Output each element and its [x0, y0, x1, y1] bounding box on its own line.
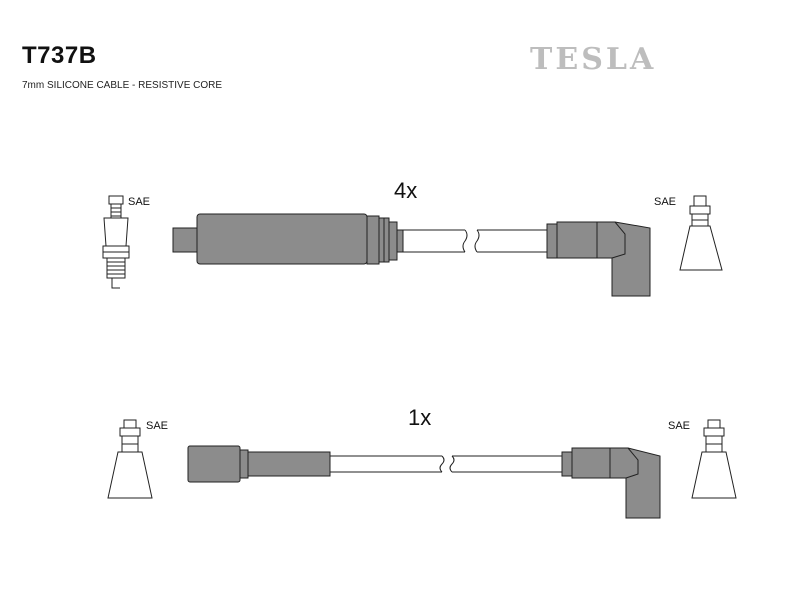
sae-label-top-right: SAE [654, 196, 677, 208]
angled-boot-bottom [561, 447, 661, 519]
straight-boot-bottom [187, 445, 331, 483]
brand-logo: TESLA [530, 42, 657, 77]
product-description: 7mm SILICONE CABLE - RESISTIVE CORE [22, 80, 223, 91]
sae-label-bottom-left: SAE [146, 420, 169, 432]
cable-top [403, 229, 547, 253]
distributor-terminal-bottom-left [107, 419, 153, 499]
distributor-terminal-top-right [679, 195, 723, 271]
angled-boot-top [546, 221, 651, 297]
sae-label-bottom-right: SAE [668, 420, 691, 432]
quantity-label-bottom: 1x [408, 405, 432, 430]
spark-plug-top-left [102, 195, 130, 289]
cable-bottom [330, 455, 562, 473]
distributor-terminal-bottom-right [691, 419, 737, 499]
sae-label-top-left: SAE [128, 196, 151, 208]
straight-boot-top [172, 213, 404, 265]
quantity-label-top: 4x [394, 178, 418, 203]
part-code: T737B [22, 42, 97, 69]
